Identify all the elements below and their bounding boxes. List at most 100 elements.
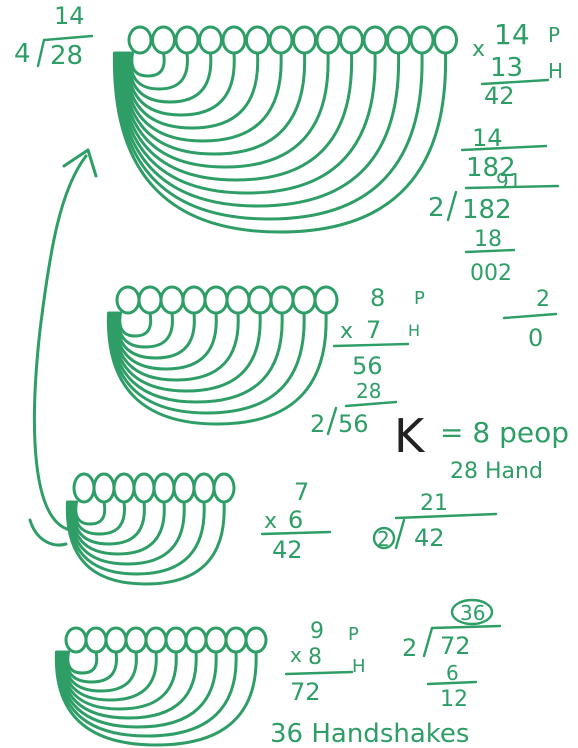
handshake-arcs-10 [106, 311, 328, 426]
top-division: 14 4 28 [14, 2, 94, 71]
handshake-arc [59, 650, 198, 720]
marker-letter: K [394, 409, 426, 463]
person-head-icon [127, 25, 153, 55]
top-multiplication: x 14 P 13 H 42 14 182 [460, 18, 563, 183]
p9-div-step-2: 12 [440, 687, 468, 712]
person-head-icon [292, 25, 317, 55]
top-ld-quotient: 91 [496, 169, 521, 193]
p7-mult-product: 42 [272, 536, 303, 564]
handshake-arc [108, 311, 306, 415]
handshake-arc [115, 311, 196, 360]
person-head-icon [144, 626, 168, 654]
p9-div-dividend: 72 [440, 632, 471, 660]
top-division-quotient: 14 [54, 2, 85, 30]
person-head-icon [151, 25, 176, 55]
p8-result-line-2: 28 Hand [450, 459, 543, 484]
person-head-icon [221, 25, 247, 55]
p8-div-divisor: 2 [310, 410, 325, 438]
person-head-icon [268, 25, 294, 55]
handshake-arc [68, 500, 186, 566]
handshake-arc [112, 311, 240, 382]
person-head-icon [124, 626, 148, 654]
person-head-icon [92, 472, 116, 504]
p7-div-divisor: 2 [377, 527, 390, 551]
person-head-icon [204, 626, 228, 654]
handshake-arcs-14 [112, 51, 448, 234]
person-head-icon [184, 626, 208, 654]
handshake-arc [70, 500, 166, 556]
handshake-arc [126, 51, 236, 117]
person-head-icon [339, 25, 364, 55]
person-head-icon [433, 25, 458, 55]
top-ld-step-1: 18 [474, 227, 502, 252]
handshake-arcs-8 [65, 500, 226, 586]
problem-7-multiplication: 7 x 6 42 [260, 478, 332, 564]
handshake-arc [54, 650, 258, 747]
person-head-icon [164, 626, 188, 654]
top-mult-product: 182 [466, 153, 516, 183]
p8-mult-factor-1: 8 [370, 284, 385, 312]
handshake-arc [57, 650, 218, 729]
top-ld-remainder: 0 [528, 324, 543, 352]
handshake-arc [62, 650, 158, 702]
svg-text:x: x [340, 319, 353, 344]
p8-mult-product: 56 [352, 352, 383, 380]
handshake-arc [67, 500, 206, 576]
p9-mult-tag-p: P [348, 624, 359, 645]
p9-answer: 36 Handshakes [270, 719, 469, 748]
p7-mult-factor-2: 6 [288, 506, 303, 534]
person-head-icon [112, 472, 136, 504]
top-division-divisor: 4 [14, 39, 31, 69]
handshake-arc [74, 500, 107, 526]
svg-text:x: x [290, 643, 302, 667]
person-head-icon [225, 285, 251, 315]
person-head-icon [181, 285, 207, 315]
person-head-icon [137, 285, 163, 315]
handshake-diagram-14 [127, 25, 458, 55]
person-head-icon [291, 285, 317, 315]
handshake-diagram-8 [72, 472, 236, 504]
p8-div-dividend: 56 [338, 410, 369, 438]
p9-div-step-1: 6 [446, 661, 459, 685]
connector-arrow [32, 154, 88, 532]
handshake-arc [117, 311, 174, 349]
svg-text:x: x [472, 37, 485, 62]
p9-div-divisor: 2 [402, 634, 417, 662]
person-head-icon [174, 25, 200, 55]
p9-div-quotient: 36 [460, 601, 485, 625]
top-long-division: 91 2 182 18 002 2 0 [428, 169, 560, 352]
handshake-arc [106, 311, 328, 426]
top-ld-dividend: 182 [462, 195, 512, 225]
p9-mult-factor-2: 8 [308, 645, 322, 670]
problem-9-division: 36 2 72 6 12 [402, 598, 502, 712]
person-head-icon [159, 285, 185, 315]
handshake-arc [71, 500, 146, 546]
person-head-icon [172, 472, 196, 504]
handshake-arc [117, 51, 377, 195]
person-head-icon [224, 626, 248, 654]
handshake-arc [130, 51, 166, 78]
arrow-head-icon [62, 148, 98, 178]
top-ld-divisor: 2 [428, 193, 445, 223]
top-ld-step-2: 002 [470, 261, 512, 286]
handshake-arc [60, 650, 178, 711]
handshake-arc [66, 650, 99, 675]
top-division-dividend: 28 [50, 41, 83, 71]
p9-mult-factor-1: 9 [310, 619, 324, 644]
p8-mult-factor-2: 7 [366, 316, 381, 344]
person-head-icon [315, 25, 341, 55]
person-head-icon [386, 25, 411, 55]
handshake-arc [115, 51, 401, 208]
top-ld-step-3: 2 [536, 287, 550, 312]
handshake-arc [114, 311, 218, 371]
person-head-icon [198, 25, 223, 55]
handshake-arc [120, 51, 330, 169]
p9-mult-product: 72 [290, 678, 321, 706]
person-head-icon [362, 25, 388, 55]
p7-mult-factor-1: 7 [294, 478, 309, 506]
person-head-icon [244, 626, 268, 654]
p8-mult-tag-h: H [408, 321, 420, 340]
person-head-icon [192, 472, 216, 504]
p7-div-quotient: 21 [420, 491, 448, 516]
